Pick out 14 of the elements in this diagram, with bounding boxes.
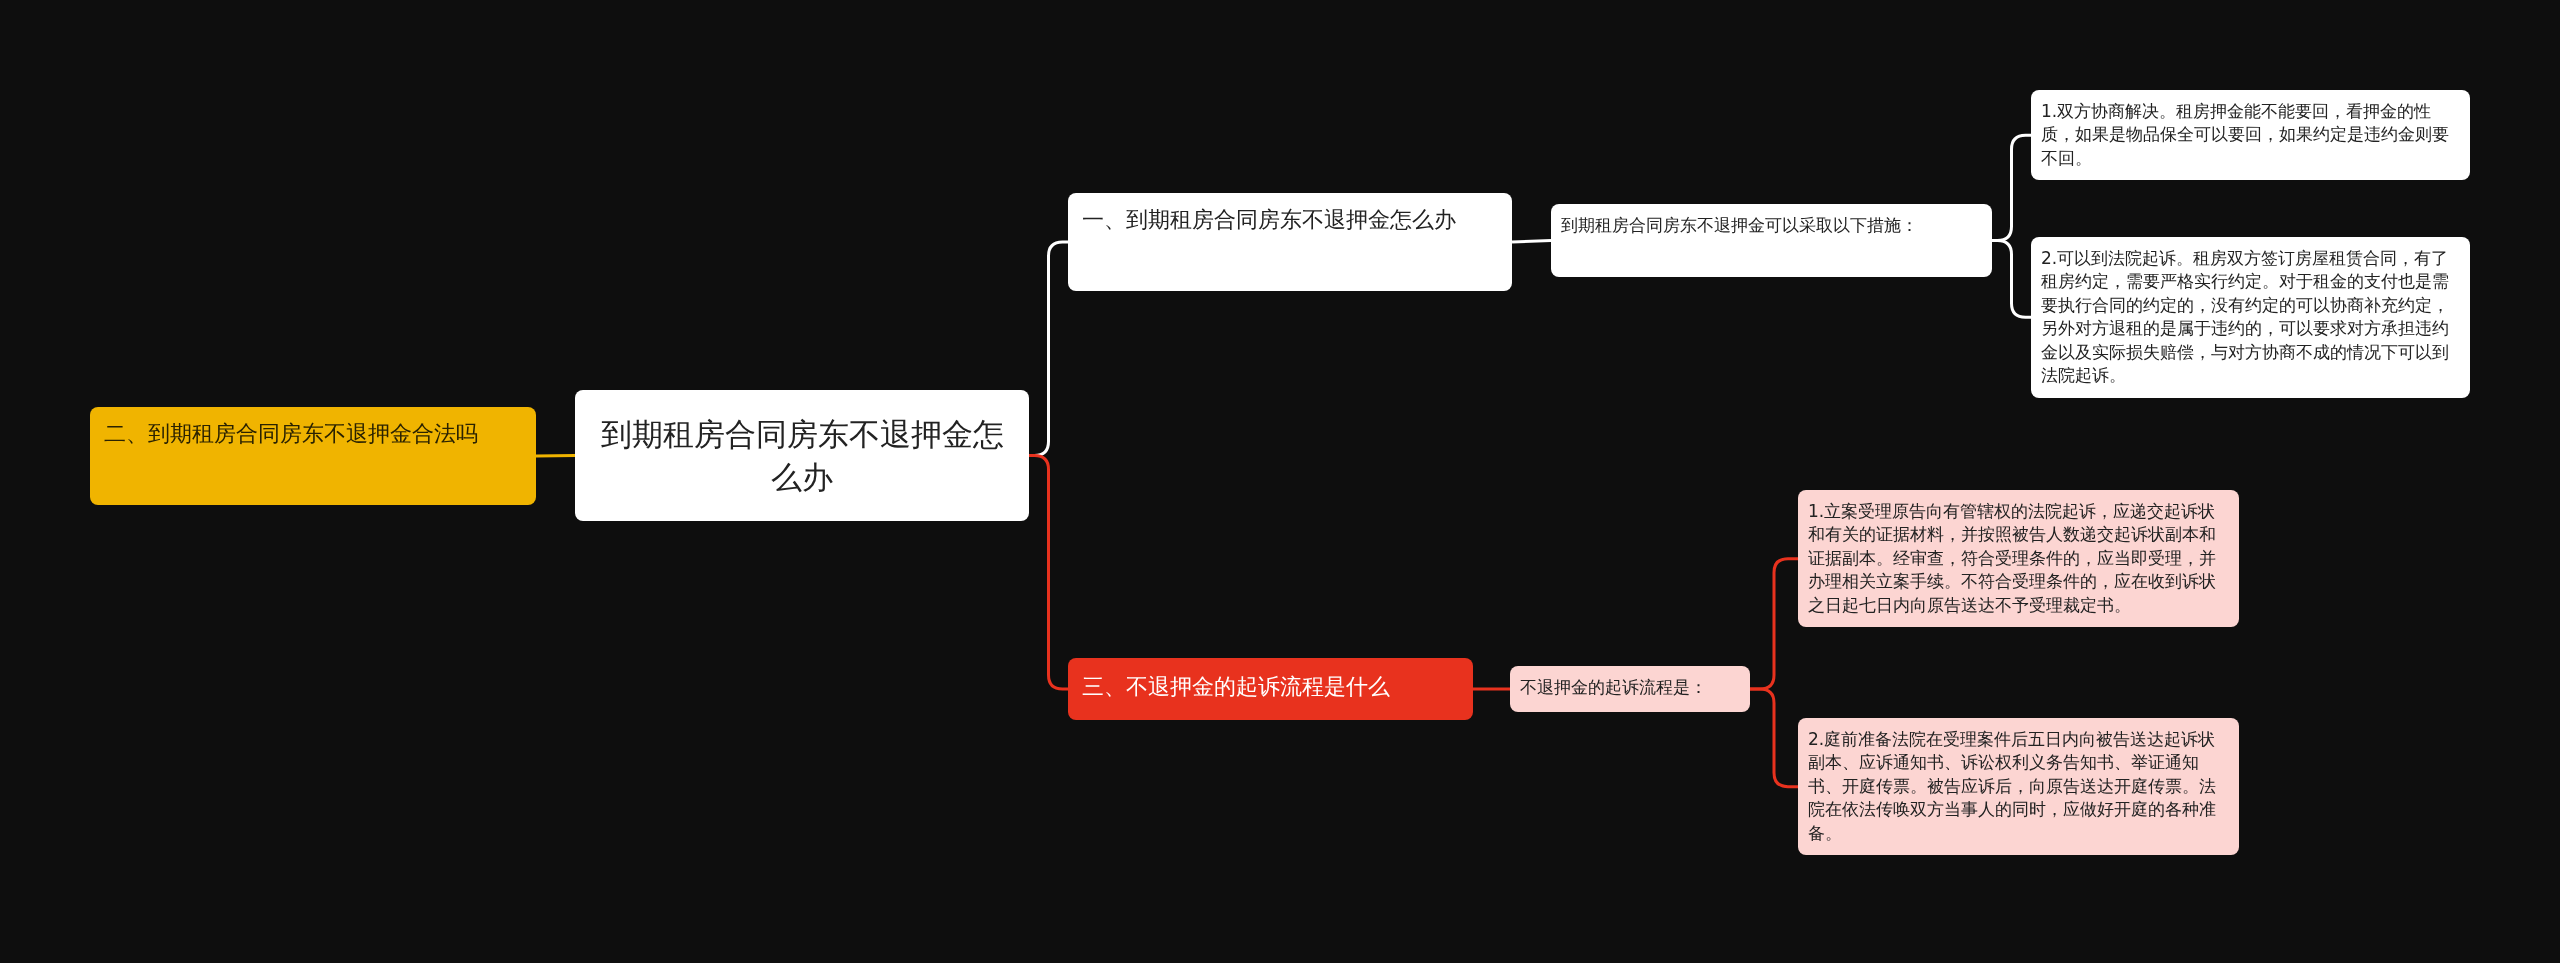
subtopic-box: 到期租房合同房东不退押金可以采取以下措施：	[1551, 204, 1992, 277]
topic-box: 一、到期租房合同房东不退押金怎么办	[1068, 193, 1512, 291]
subtopic-box: 不退押金的起诉流程是：	[1510, 666, 1750, 712]
connector-line	[1473, 687, 1510, 691]
detail-box: 1.双方协商解决。租房押金能不能要回，看押金的性质，如果是物品保全可以要回，如果约定是违约金则要不回。	[2031, 90, 2470, 181]
detail-box: 1.立案受理原告向有管辖权的法院起诉，应递交起诉状和有关的证据材料，并按照被告人数递交起诉状副本和证据副本。经审查，符合受理条件的，应当即受理，并办理相关立案手续。不符合受理条件的，应在收到诉状之日起七日内向原告送达不予受理裁定书。	[1798, 490, 2239, 628]
detail-box: 2.庭前准备法院在受理案件后五日内向被告送达起诉状副本、应诉通知书、诉讼权利义务告知书、举证通知书、开庭传票。被告应诉后，向原告送达开庭传票。法院在依法传唤双方当事人的同时，应做好开庭的各种准备。	[1798, 718, 2239, 856]
connector-line	[1750, 687, 1798, 789]
topic-box: 三、不退押金的起诉流程是什么	[1068, 658, 1473, 720]
connector-line	[1511, 239, 1552, 244]
detail-box: 2.可以到法院起诉。租房双方签订房屋租赁合同，有了租房约定，需要严格实行约定。对于租金的支付也是需要执行合同的约定的，没有约定的可以协商补充约定，另外对方退租的是属于违约的，可以要求对方承担违约金以及实际损失赔偿，与对方协商不成的情况下可以到法院起诉。	[2031, 237, 2470, 398]
connector-line	[535, 454, 576, 458]
topic-box: 二、到期租房合同房东不退押金合法吗	[90, 407, 536, 505]
root-topic-box: 到期租房合同房东不退押金怎么办	[575, 390, 1029, 521]
